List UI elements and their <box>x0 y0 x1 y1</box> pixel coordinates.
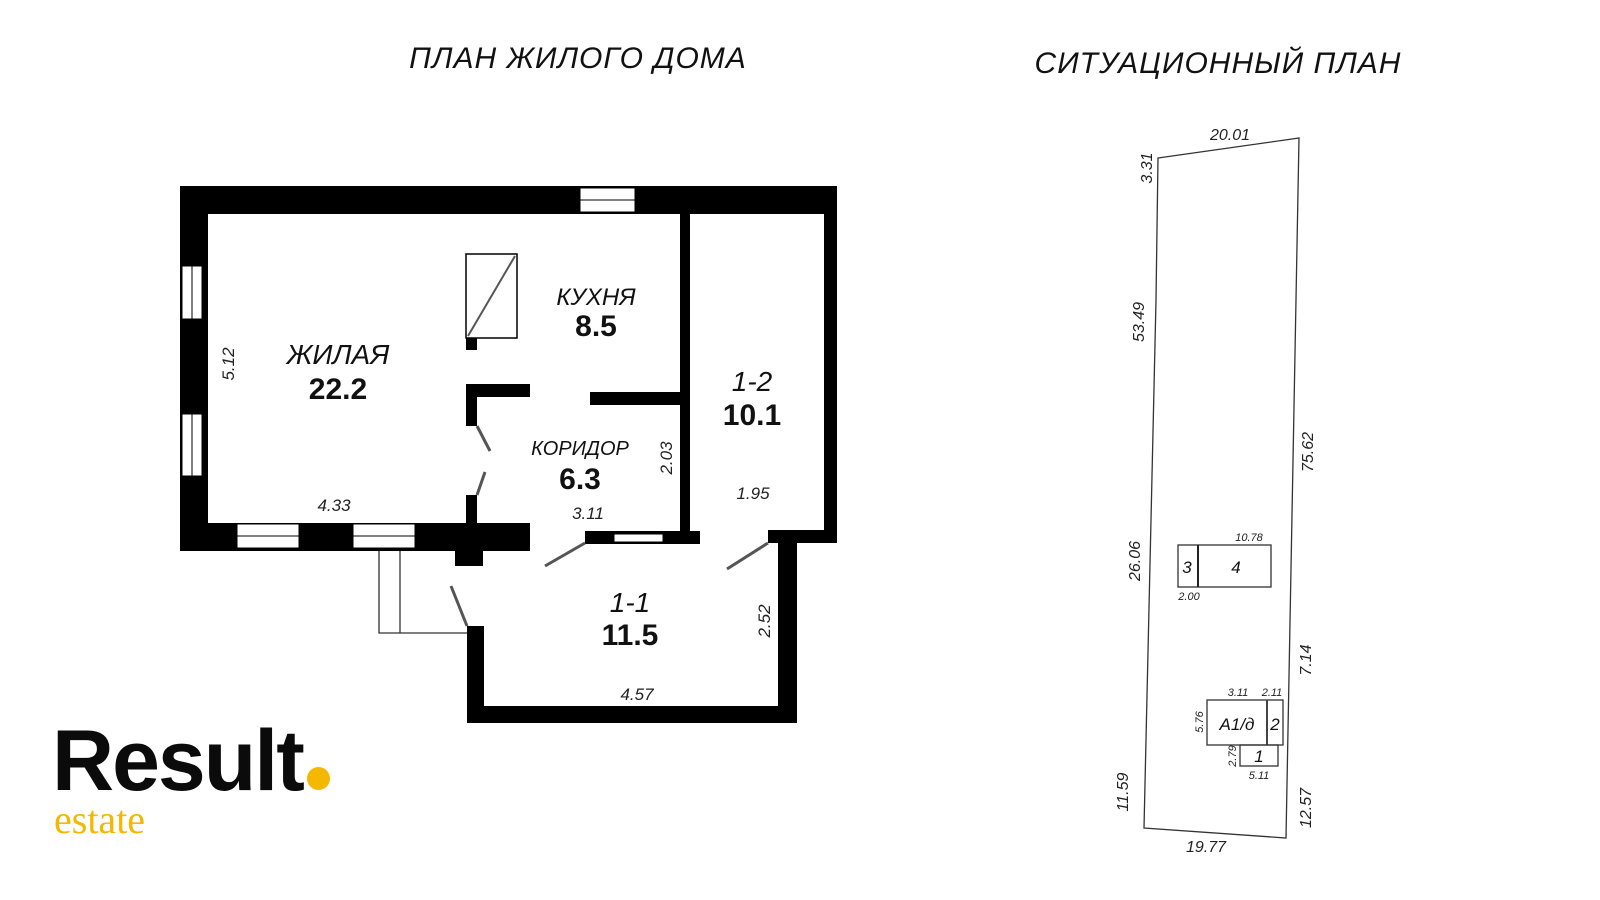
dim-main-height: 5.76 <box>1194 710 1206 732</box>
door-corridor <box>544 541 586 568</box>
room-living-area: 22.2 <box>309 373 367 406</box>
dim-bottom: 19.77 <box>1186 839 1227 856</box>
dim-left-lower: 11.59 <box>1115 772 1132 811</box>
dim-corridor-width: 3.11 <box>572 504 604 523</box>
window-top <box>579 187 636 213</box>
building-3-4: 3 4 10.78 2.00 <box>1177 532 1272 603</box>
dim-right-bottom: 12.57 <box>1298 787 1315 828</box>
dim-right: 75.62 <box>1300 432 1317 472</box>
site-plan-title: СИТУАЦИОННЫЙ ПЛАН <box>1035 46 1402 80</box>
dim-b2-width: 2.11 <box>1261 687 1283 699</box>
stove-icon <box>465 253 518 339</box>
room-12-area: 10.1 <box>723 399 781 432</box>
dim-main-width: 3.11 <box>1228 687 1249 699</box>
building-2-label: 2 <box>1269 715 1280 734</box>
building-1-label: 1 <box>1254 747 1263 766</box>
door-entrance <box>449 585 469 627</box>
dim-room12-width: 1.95 <box>736 484 770 503</box>
dim-top-left: 3.31 <box>1139 152 1156 183</box>
door-living-lower <box>475 471 487 496</box>
site-boundary <box>1143 137 1300 839</box>
window-left-lower <box>181 413 203 477</box>
dim-right-lower: 7.14 <box>1298 644 1315 675</box>
dim-b1-height: 2.79 <box>1227 745 1239 767</box>
dim-left-upper: 53.49 <box>1131 302 1148 342</box>
logo-sub: estate <box>54 797 146 842</box>
dim-b34-width: 10.78 <box>1235 532 1263 544</box>
dim-top: 20.01 <box>1209 127 1250 144</box>
room-living-name: ЖИЛАЯ <box>285 339 391 370</box>
dim-b3-width: 2.00 <box>1177 591 1200 603</box>
room-corridor-name: КОРИДОР <box>531 438 629 460</box>
dim-room11-height: 2.52 <box>755 604 774 639</box>
dim-corridor-height: 2.03 <box>657 441 676 476</box>
room-11-area: 11.5 <box>602 619 659 652</box>
room-kitchen-area: 8.5 <box>575 310 617 343</box>
dim-living-height: 5.12 <box>219 347 238 381</box>
room-kitchen-name: КУХНЯ <box>556 284 636 311</box>
window-corridor <box>613 533 664 543</box>
house-floor-plan: ЖИЛАЯ 22.2 КУХНЯ 8.5 КОРИДОР 6.3 1-2 10.… <box>180 186 837 723</box>
room-corridor-area: 6.3 <box>559 463 601 496</box>
window-bottom-2 <box>352 523 416 549</box>
dim-left-middle: 26.06 <box>1127 541 1144 582</box>
logo-dot-icon <box>306 767 330 790</box>
building-main-label: А1/д <box>1219 715 1255 734</box>
dim-b1-width: 5.11 <box>1249 770 1270 782</box>
building-main: А1/д 2 3.11 2.11 5.76 <box>1194 687 1284 746</box>
room-12-name: 1-2 <box>732 366 773 397</box>
building-3-label: 3 <box>1182 558 1192 577</box>
dim-living-width: 4.33 <box>317 496 351 515</box>
porch <box>378 551 467 634</box>
window-bottom-1 <box>236 523 300 549</box>
building-1: 1 2.79 5.11 <box>1227 744 1279 782</box>
window-left-upper <box>181 265 203 320</box>
house-plan-title: ПЛАН ЖИЛОГО ДОМА <box>409 42 747 75</box>
door-room-12 <box>726 541 769 571</box>
brand-logo: Result estate <box>52 718 330 840</box>
building-4-label: 4 <box>1231 558 1240 577</box>
room-11-name: 1-1 <box>610 587 650 618</box>
door-living-upper <box>475 425 492 452</box>
site-plan: 20.01 3.31 53.49 75.62 26.06 7.14 11.59 … <box>1115 127 1317 856</box>
dim-room11-width: 4.57 <box>620 685 654 704</box>
logo-brand: Result <box>52 713 305 809</box>
